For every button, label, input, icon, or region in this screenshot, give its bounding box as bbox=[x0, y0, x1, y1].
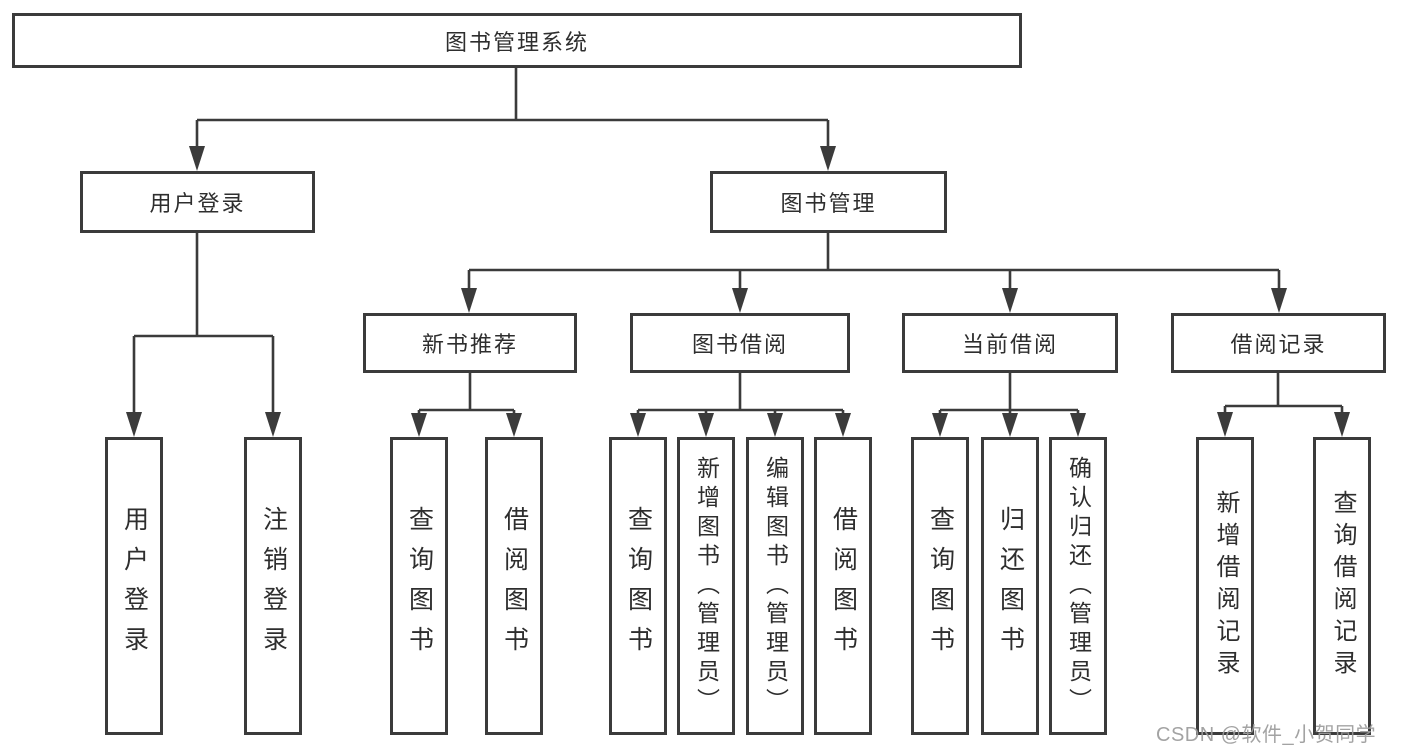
node-label: 用户登录 bbox=[120, 506, 149, 666]
node-label: 图书借阅 bbox=[691, 332, 788, 357]
arrowhead-icon bbox=[506, 413, 522, 437]
arrowhead-icon bbox=[411, 413, 427, 437]
arrowhead-icon bbox=[265, 412, 281, 437]
arrowhead-icon bbox=[1217, 412, 1233, 437]
leaf-query-books: 查询图书 bbox=[609, 437, 667, 735]
leaf-query-books: 查询图书 bbox=[911, 437, 969, 735]
node-user-login: 用户登录 bbox=[80, 171, 315, 233]
leaf-confirm-return-admin: 确认归还（管理员） bbox=[1049, 437, 1107, 735]
arrowhead-icon bbox=[1070, 413, 1086, 437]
node-new-book-recommend: 新书推荐 bbox=[363, 313, 577, 373]
arrowhead-icon bbox=[1271, 288, 1287, 313]
connector-borrow-records-to-leaves bbox=[1217, 373, 1350, 437]
node-system-root: 图书管理系统 bbox=[12, 13, 1022, 68]
node-label: 图书管理系统 bbox=[444, 29, 589, 55]
arrowhead-icon bbox=[1334, 412, 1350, 437]
leaf-query-borrow-record: 查询借阅记录 bbox=[1313, 437, 1371, 735]
arrowhead-icon bbox=[630, 413, 646, 437]
node-label: 查询图书 bbox=[926, 506, 955, 666]
node-label: 查询图书 bbox=[405, 506, 434, 666]
connector-root-to-level2 bbox=[189, 68, 836, 171]
leaf-edit-books-admin: 编辑图书（管理员） bbox=[746, 437, 804, 735]
node-label: 归还图书 bbox=[996, 506, 1025, 666]
node-label: 新增借阅记录 bbox=[1212, 490, 1239, 682]
node-label: 借阅图书 bbox=[829, 506, 858, 666]
node-borrow-records: 借阅记录 bbox=[1171, 313, 1386, 373]
node-book-management: 图书管理 bbox=[710, 171, 947, 233]
node-current-borrow: 当前借阅 bbox=[902, 313, 1118, 373]
node-label: 新增图书（管理员） bbox=[693, 455, 720, 717]
node-label: 查询借阅记录 bbox=[1329, 490, 1356, 682]
arrowhead-icon bbox=[820, 146, 836, 171]
arrowhead-icon bbox=[1002, 288, 1018, 313]
node-label: 新书推荐 bbox=[421, 332, 518, 357]
connector-current-borrow-to-leaves bbox=[932, 373, 1086, 437]
node-label: 查询图书 bbox=[624, 506, 653, 666]
arrowhead-icon bbox=[461, 288, 477, 313]
node-label: 借阅记录 bbox=[1230, 332, 1327, 357]
node-label: 借阅图书 bbox=[500, 506, 529, 666]
leaf-return-books: 归还图书 bbox=[981, 437, 1039, 735]
arrowhead-icon bbox=[732, 288, 748, 313]
connector-book-mgmt-to-level3 bbox=[461, 233, 1287, 313]
arrowhead-icon bbox=[835, 413, 851, 437]
node-book-borrow: 图书借阅 bbox=[630, 313, 850, 373]
leaf-add-books-admin: 新增图书（管理员） bbox=[677, 437, 735, 735]
leaf-borrow-books: 借阅图书 bbox=[485, 437, 543, 735]
leaf-user-login: 用户登录 bbox=[105, 437, 163, 735]
node-label: 确认归还（管理员） bbox=[1065, 455, 1092, 717]
leaf-query-books: 查询图书 bbox=[390, 437, 448, 735]
node-label: 编辑图书（管理员） bbox=[762, 455, 789, 717]
node-label: 图书管理 bbox=[780, 191, 877, 216]
leaf-borrow-books: 借阅图书 bbox=[814, 437, 872, 735]
leaf-logout: 注销登录 bbox=[244, 437, 302, 735]
arrowhead-icon bbox=[932, 413, 948, 437]
node-label: 当前借阅 bbox=[961, 332, 1058, 357]
arrowhead-icon bbox=[767, 413, 783, 437]
leaf-add-borrow-record: 新增借阅记录 bbox=[1196, 437, 1254, 735]
arrowhead-icon bbox=[698, 413, 714, 437]
csdn-watermark: CSDN @软件_小贺同学 bbox=[1156, 724, 1377, 746]
connector-user-login-to-leaves bbox=[126, 233, 281, 437]
arrowhead-icon bbox=[189, 146, 205, 171]
node-label: 注销登录 bbox=[259, 506, 288, 666]
node-label: 用户登录 bbox=[149, 191, 246, 216]
connector-new-book-to-leaves bbox=[411, 373, 522, 437]
arrowhead-icon bbox=[126, 412, 142, 437]
arrowhead-icon bbox=[1002, 413, 1018, 437]
connector-book-borrow-to-leaves bbox=[630, 373, 851, 437]
